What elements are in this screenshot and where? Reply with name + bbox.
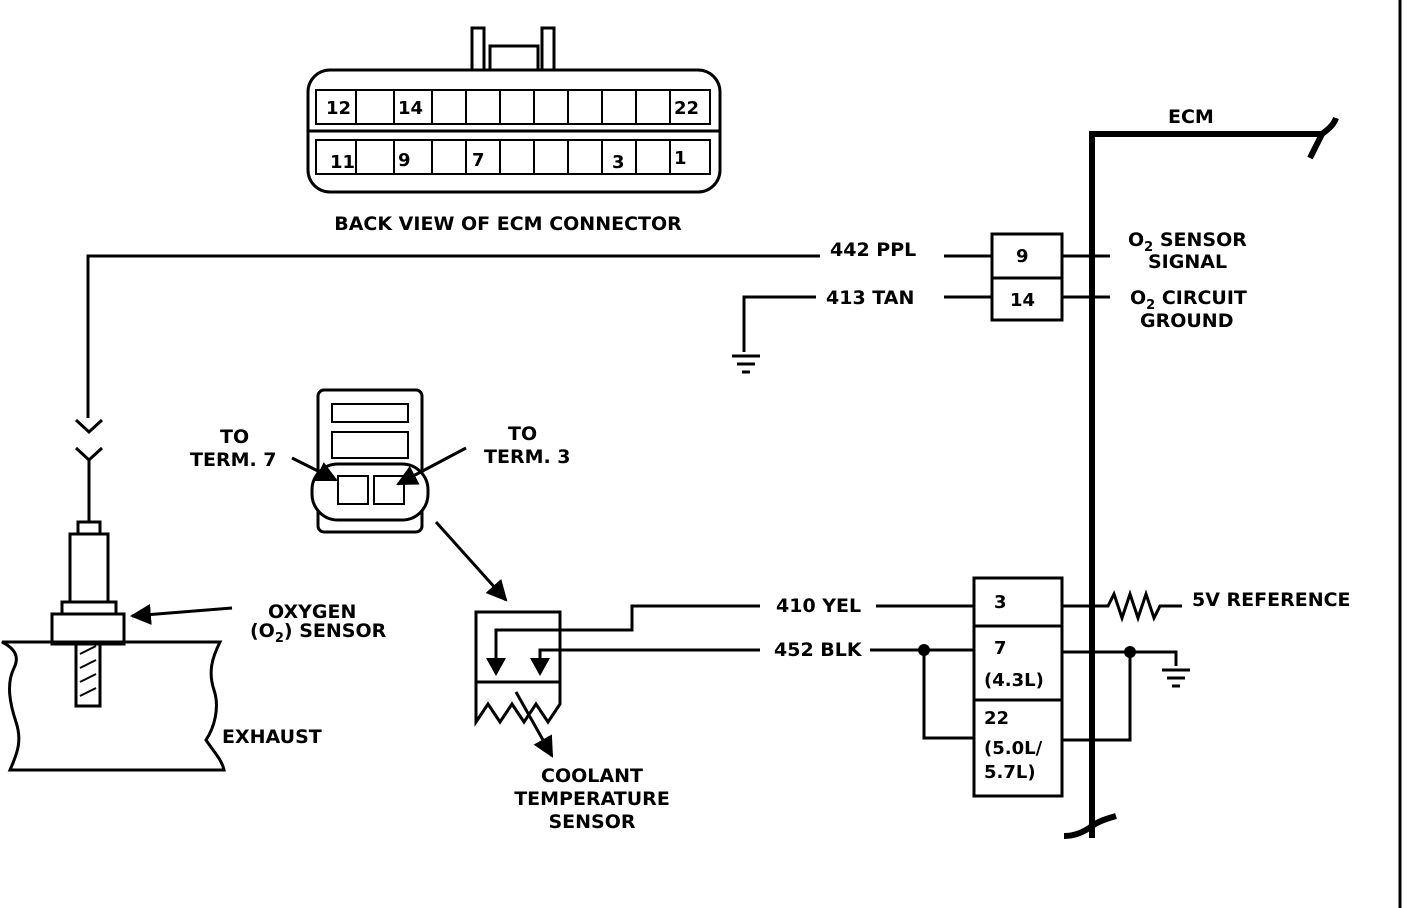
connector-pin-7: 7 [472, 150, 485, 171]
to-term-7-label-line2: TERM. 7 [190, 449, 277, 471]
oxygen-sensor-label-line2: (O2) SENSOR [250, 620, 387, 646]
oxygen-sensor [1, 418, 233, 772]
o2-circuit-ground-label-line2: GROUND [1140, 310, 1233, 332]
wire-410-yel: 410 YEL [776, 595, 861, 617]
coolant-temperature-sensor [474, 604, 760, 758]
ecm-pin-9: 9 [1016, 246, 1029, 267]
coolant-sensor-label-line3: SENSOR [548, 811, 635, 833]
wire-442-ppl: 442 PPL [830, 239, 916, 261]
connector-pin-1: 1 [674, 148, 687, 169]
ecm-label: ECM [1168, 106, 1214, 128]
coolant-sensor-label-line2: TEMPERATURE [514, 788, 670, 810]
ecm-pin-22-note: (5.0L/ [984, 738, 1043, 759]
wire-452-blk: 452 BLK [774, 639, 863, 661]
o2-circuit [86, 232, 1110, 418]
connector-pin-12: 12 [326, 98, 351, 119]
wire-413-tan: 413 TAN [826, 287, 914, 309]
ecm-connector-back-view: 12 14 22 11 9 7 3 1 [306, 26, 722, 194]
ecm-pin-7-note: (4.3L) [984, 670, 1044, 691]
ecm-bus [1063, 116, 1339, 839]
5v-reference-label: 5V REFERENCE [1192, 589, 1351, 611]
connector-pin-9: 9 [398, 150, 411, 171]
ecm-pin-3: 3 [994, 592, 1007, 613]
connector-title: BACK VIEW OF ECM CONNECTOR [334, 213, 682, 235]
coolant-circuit [870, 576, 1190, 798]
coolant-sensor-connector [291, 388, 508, 602]
to-term-3-label-line2: TERM. 3 [484, 446, 571, 468]
ecm-pin-22-note-line2: 5.7L) [984, 762, 1036, 783]
oxygen-sensor-label: OXYGEN [268, 601, 356, 623]
connector-pin-22: 22 [674, 98, 699, 119]
to-term-3-label: TO [508, 423, 537, 445]
o2-circuit-ground-label: O2 CIRCUIT [1130, 287, 1247, 313]
connector-pin-11: 11 [330, 152, 355, 173]
exhaust-label: EXHAUST [222, 726, 322, 748]
o2-sensor-signal-label-line2: SIGNAL [1148, 251, 1227, 273]
ecm-pin-22: 22 [984, 708, 1009, 729]
connector-pin-14: 14 [398, 98, 423, 119]
ecm-pin-14: 14 [1010, 290, 1035, 311]
o2-sensor-signal-label: O2 SENSOR [1128, 229, 1247, 255]
to-term-7-label: TO [220, 426, 249, 448]
connector-pin-3: 3 [612, 152, 625, 173]
coolant-sensor-label: COOLANT [541, 765, 643, 787]
ecm-pin-7: 7 [994, 638, 1007, 659]
